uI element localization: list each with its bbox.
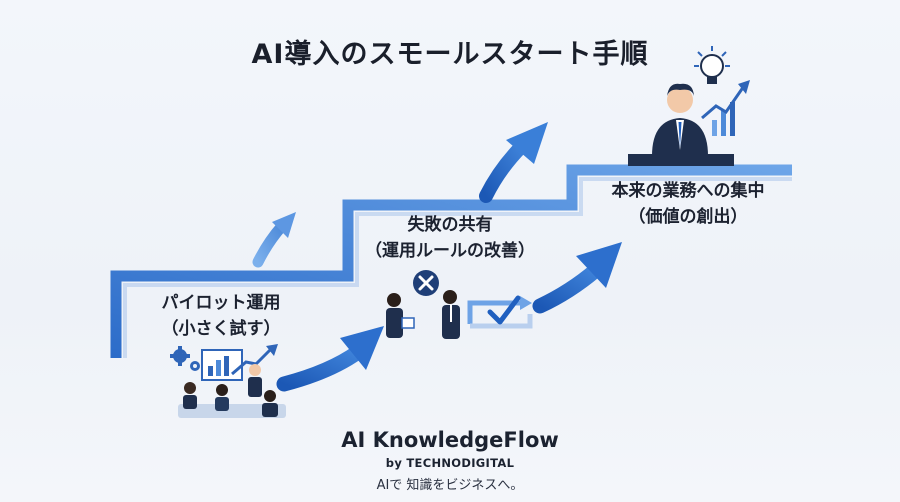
gear-icon [170, 346, 200, 371]
brand-name: AI KnowledgeFlow [341, 428, 559, 452]
growth-arrow-3 [276, 326, 384, 392]
staircase-line [110, 164, 792, 358]
growth-arrow-4 [532, 242, 622, 314]
page-title: AI導入のスモールスタート手順 [251, 39, 649, 70]
step-1-title: パイロット運用 [161, 293, 281, 313]
step-1-label: パイロット運用 （小さく試す） [136, 290, 306, 342]
step-3-label: 本来の業務への集中 （価値の創出） [583, 178, 793, 230]
staircase-shadow [123, 177, 792, 358]
step-3-subtitle: （価値の創出） [628, 207, 748, 227]
brand-tagline: AIで 知識をビジネスへ。 [376, 478, 524, 493]
step-2-label: 失敗の共有 （運用ルールの改善） [350, 212, 550, 264]
step-1-subtitle: （小さく試す） [161, 319, 281, 339]
discussion-illustration [386, 270, 533, 339]
presentation-chart-icon [201, 344, 278, 381]
team-meeting-illustration [170, 344, 286, 418]
check-icon [487, 295, 521, 325]
executive-illustration [628, 46, 750, 166]
brand-byline: by TECHNODIGITAL [385, 456, 515, 470]
step-2-subtitle: （運用ルールの改善） [365, 241, 535, 261]
error-x-icon [413, 270, 439, 296]
step-3-title: 本来の業務への集中 [611, 181, 765, 201]
growth-arrow-2 [479, 122, 548, 203]
step-2-title: 失敗の共有 [407, 215, 493, 235]
lightbulb-icon [694, 46, 730, 84]
growth-chart-icon [701, 80, 750, 136]
growth-arrow-1 [252, 212, 296, 268]
